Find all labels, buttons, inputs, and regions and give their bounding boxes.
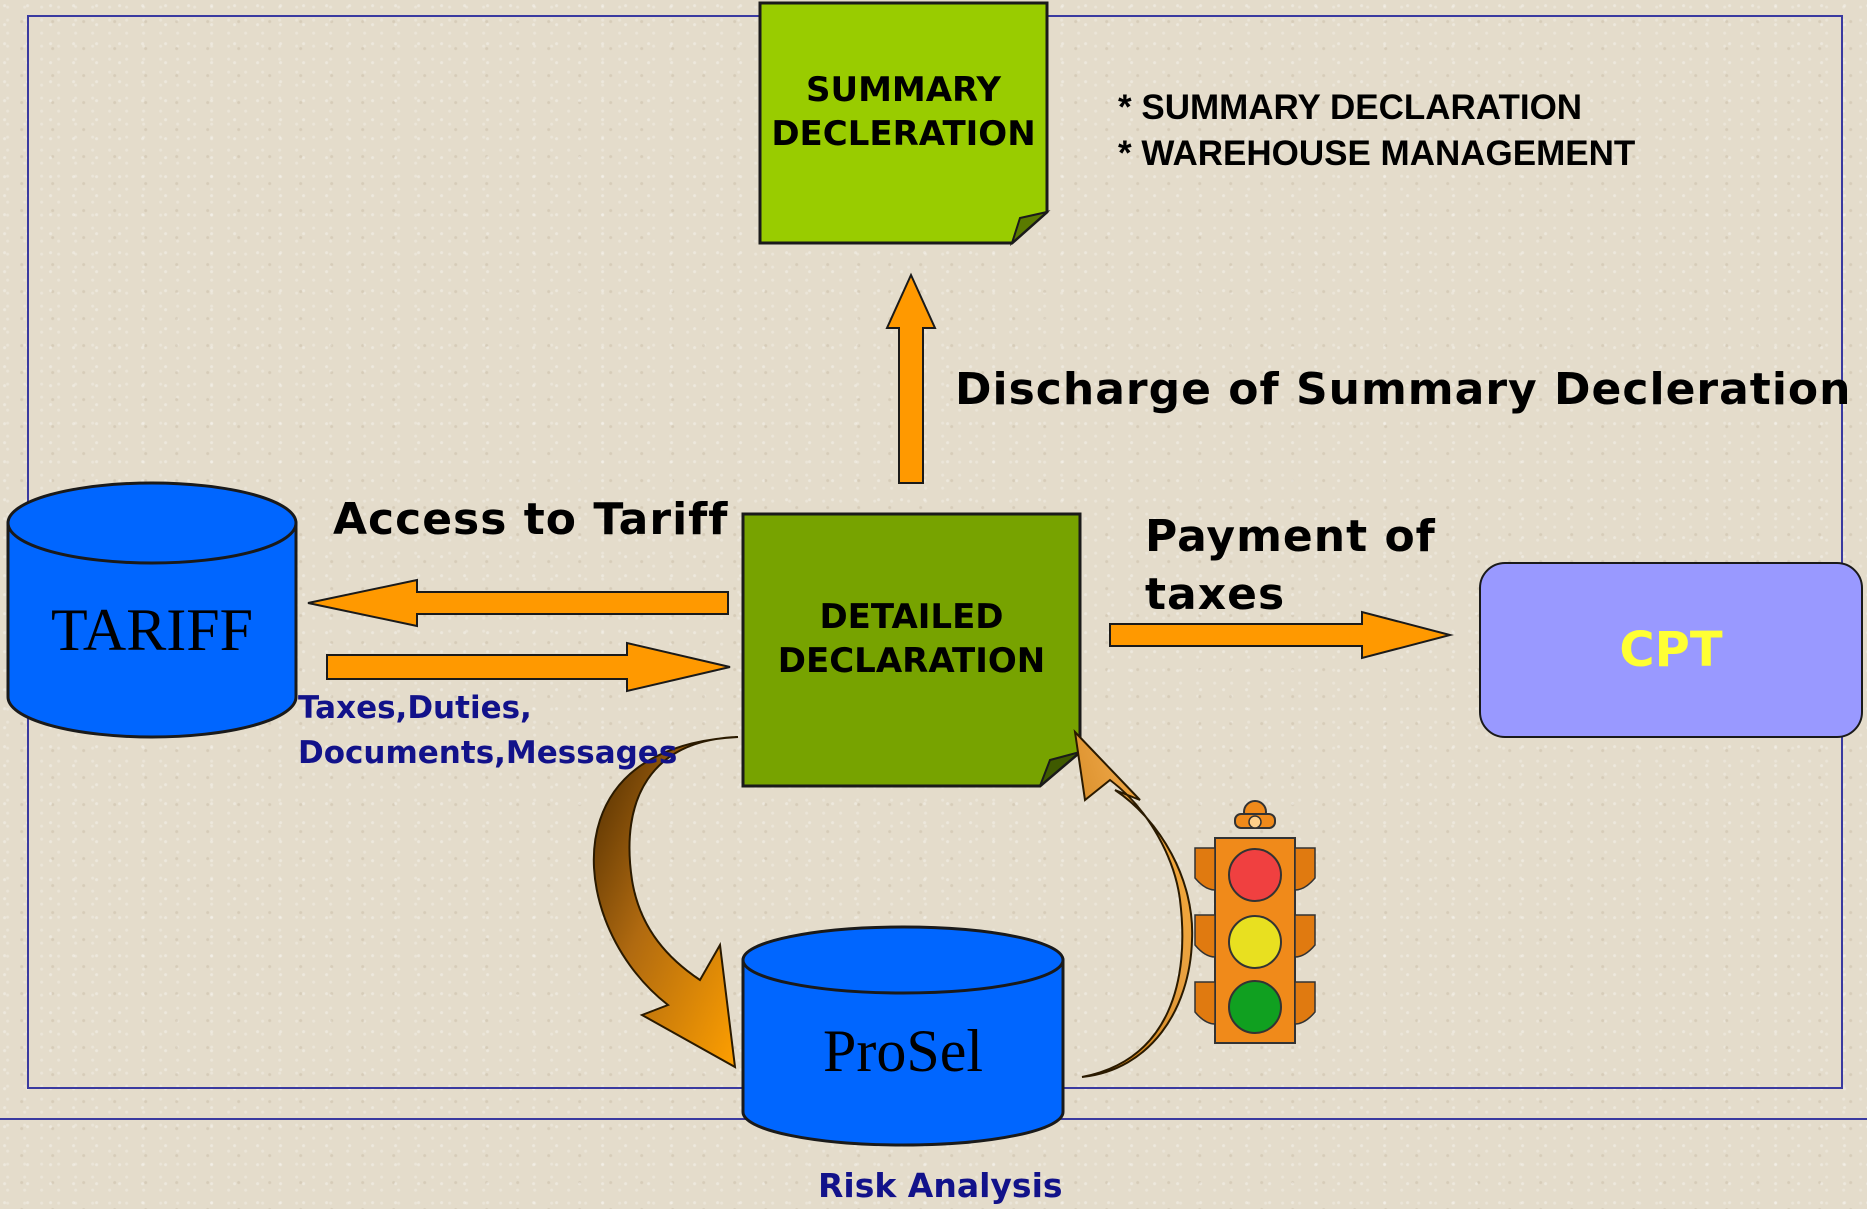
tariff-label: TARIFF <box>51 597 253 663</box>
detailed-label-line2: DECLARATION <box>777 641 1046 681</box>
payment-label: Payment of taxes <box>1145 508 1436 624</box>
prosel-label: ProSel <box>822 1018 984 1084</box>
detailed-declaration-note <box>741 512 1082 788</box>
from-prosel-curved-arrow <box>1073 729 1194 1078</box>
detailed-label-line1: DETAILED <box>819 597 1004 637</box>
summary-declaration-note <box>758 1 1051 247</box>
tariff-return-arrow <box>326 641 731 693</box>
taxes-label-line2: Documents,Messages <box>298 735 678 771</box>
summary-label-line2: DECLERATION <box>771 114 1036 154</box>
access-tariff-label: Access to Tariff <box>333 494 729 545</box>
to-prosel-curved-arrow <box>592 736 739 1069</box>
risk-analysis-label: Risk Analysis <box>818 1166 1063 1205</box>
discharge-label: Discharge of Summary Decleration <box>955 364 1852 415</box>
taxes-label-line1: Taxes,Duties, <box>298 690 532 726</box>
tariff-database <box>6 481 298 739</box>
cpt-label: CPT <box>1619 622 1723 678</box>
payment-label-line2: taxes <box>1145 569 1286 620</box>
bullet-item: * WAREHOUSE MANAGEMENT <box>1118 134 1636 173</box>
summary-declaration-label: SUMMARY DECLERATION <box>760 68 1047 156</box>
payment-label-line1: Payment of <box>1145 511 1436 562</box>
summary-label-line1: SUMMARY <box>805 70 1002 110</box>
taxes-duties-label: Taxes,Duties, Documents,Messages <box>298 686 677 776</box>
traffic-light-icon <box>1194 800 1316 1044</box>
detailed-declaration-label: DETAILED DECLARATION <box>743 595 1080 683</box>
cpt-box: CPT <box>1479 562 1863 738</box>
discharge-arrow <box>885 272 937 484</box>
bullet-list: * SUMMARY DECLARATION * WAREHOUSE MANAGE… <box>1118 85 1635 177</box>
prosel-database <box>741 925 1065 1147</box>
access-tariff-arrow <box>307 578 729 628</box>
payment-arrow <box>1109 610 1454 660</box>
bullet-item: * SUMMARY DECLARATION <box>1118 88 1583 127</box>
